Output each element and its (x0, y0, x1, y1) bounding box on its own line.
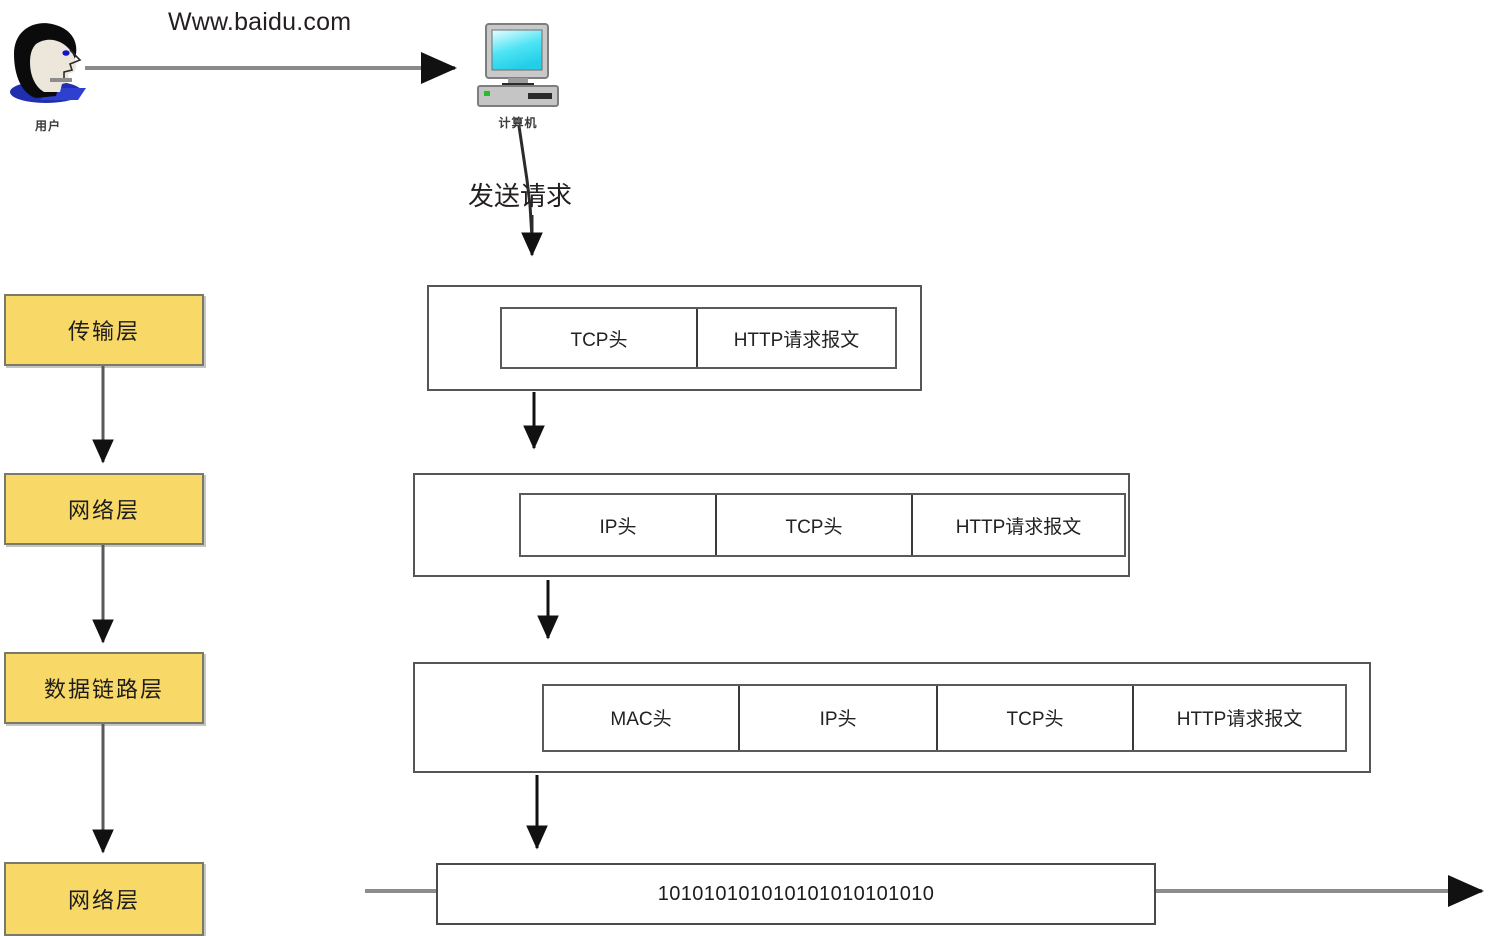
layer-box-physical[interactable]: 网络层 (4, 862, 204, 936)
packet-cell-http-body[interactable]: HTTP请求报文 (698, 309, 895, 367)
packet-cell-label: IP头 (599, 516, 637, 538)
packet-cell-label: HTTP请求报文 (1176, 709, 1303, 730)
bitstream-label: 101010101010101010101010 (657, 882, 935, 905)
desktop-computer-icon (477, 23, 559, 107)
user-head-icon (10, 23, 86, 103)
packet-frame-datalink: MAC头 IP头 TCP头 HTTP请求报文 (413, 662, 1371, 773)
packet-cell-label: MAC头 (610, 709, 672, 730)
packet-datalink: MAC头 IP头 TCP头 HTTP请求报文 (542, 683, 1347, 752)
packet-transport: TCP头 HTTP请求报文 (500, 307, 897, 369)
packet-cell-label: TCP头 (785, 516, 843, 538)
layer-label: 数据链路层 (43, 677, 164, 702)
layer-label: 网络层 (67, 888, 140, 913)
layer-label: 网络层 (67, 498, 140, 523)
user-caption: 用户 (34, 119, 61, 133)
packet-cell-label: HTTP请求报文 (955, 516, 1082, 538)
packet-cell-tcp-header[interactable]: TCP头 (717, 495, 913, 555)
packet-cell-label: TCP头 (1006, 709, 1064, 730)
packet-cell-http-body[interactable]: HTTP请求报文 (1134, 685, 1346, 750)
user-node: 用户 (0, 14, 96, 134)
packet-cell-label: TCP头 (570, 329, 628, 351)
layer-box-datalink[interactable]: 数据链路层 (4, 652, 204, 724)
url-label: Www.baidu.com (168, 8, 352, 36)
packet-frame-transport: TCP头 HTTP请求报文 (427, 285, 922, 391)
packet-cell-ip-header[interactable]: IP头 (740, 685, 939, 750)
packet-cell-label: IP头 (819, 709, 857, 730)
packet-cell-tcp-header[interactable]: TCP头 (502, 309, 698, 367)
send-request-label: 发送请求 (468, 181, 573, 211)
layer-box-transport[interactable]: 传输层 (4, 294, 204, 366)
layer-box-network[interactable]: 网络层 (4, 473, 204, 545)
packet-cell-tcp-header[interactable]: TCP头 (938, 685, 1135, 750)
packet-cell-http-body[interactable]: HTTP请求报文 (913, 495, 1124, 555)
packet-cell-ip-header[interactable]: IP头 (521, 495, 717, 555)
computer-caption: 计算机 (498, 116, 538, 130)
packet-network: IP头 TCP头 HTTP请求报文 (519, 493, 1126, 557)
packet-cell-label: HTTP请求报文 (733, 329, 860, 351)
packet-cell-mac-header[interactable]: MAC头 (544, 685, 741, 750)
layer-label: 传输层 (67, 319, 140, 344)
packet-frame-network: IP头 TCP头 HTTP请求报文 (413, 473, 1130, 577)
computer-node: 计算机 (472, 22, 564, 131)
bitstream-box: 101010101010101010101010 (436, 863, 1156, 925)
